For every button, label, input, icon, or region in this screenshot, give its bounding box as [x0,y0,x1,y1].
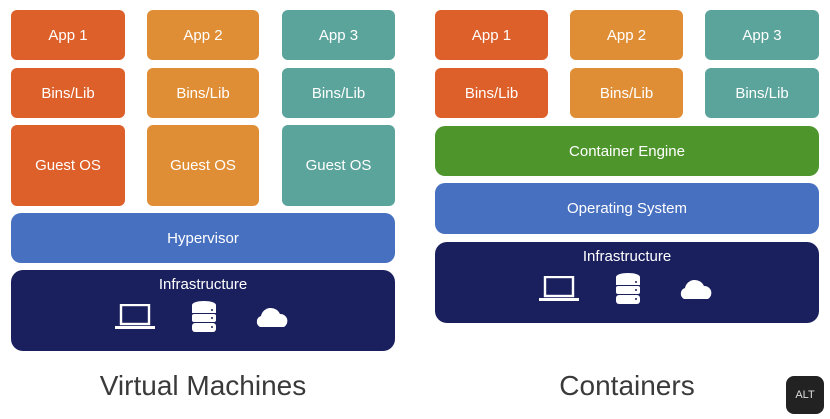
laptop-icon [115,304,155,329]
vm-infrastructure-layer: Infrastructure [11,270,395,351]
vm-guestos1-label: Guest OS [35,157,101,174]
vm-guestos2-block: Guest OS [147,125,259,206]
ct-bins2-block: Bins/Lib [570,68,683,118]
ct-app3-block: App 3 [705,10,819,60]
ct-bins2-label: Bins/Lib [599,84,654,102]
vm-guestos2-label: Guest OS [170,157,236,174]
hypervisor-layer: Hypervisor [11,213,395,263]
container-engine-label: Container Engine [569,142,685,160]
vm-app2-block: App 2 [147,10,259,60]
operating-system-label: Operating System [566,200,688,217]
ct-bins3-label: Bins/Lib [735,84,789,102]
ct-infrastructure-layer: Infrastructure [435,242,819,323]
vm-infrastructure-label: Infrastructure [158,276,248,293]
ct-bins1-block: Bins/Lib [435,68,548,118]
ct-app3-label: App 3 [742,26,782,44]
vm-bins1-block: Bins/Lib [11,68,125,118]
ct-app2-block: App 2 [570,10,683,60]
vm-guestos1-block: Guest OS [11,125,125,206]
vm-guestos3-block: Guest OS [282,125,395,206]
hypervisor-label: Hypervisor [167,229,239,247]
containers-caption: Containers [559,370,695,401]
cloud-icon [256,307,288,327]
vm-bins3-block: Bins/Lib [282,68,395,118]
alt-text-button[interactable]: ALT [786,376,824,414]
database-icon [616,273,640,304]
database-icon [192,301,216,332]
ct-bins3-block: Bins/Lib [705,68,819,118]
ct-bins1-label: Bins/Lib [464,84,519,102]
vm-bins2-label: Bins/Lib [176,84,230,102]
vm-guestos3-label: Guest OS [305,157,372,174]
vm-app2-label: App 2 [183,26,223,44]
vm-app1-label: App 1 [48,26,88,44]
vm-bins2-block: Bins/Lib [147,68,259,118]
vm-app3-label: App 3 [318,26,359,44]
vm-bins3-label: Bins/Lib [311,84,366,102]
ct-app1-block: App 1 [435,10,548,60]
vm-app3-block: App 3 [282,10,395,60]
vm-caption: Virtual Machines [99,370,307,401]
cloud-icon [680,279,712,299]
ct-infrastructure-label: Infrastructure [582,248,672,265]
ct-app2-label: App 2 [606,26,647,44]
container-engine-layer: Container Engine [435,126,819,176]
ct-app1-label: App 1 [471,26,512,44]
operating-system-layer: Operating System [435,183,819,234]
vm-bins1-label: Bins/Lib [41,84,95,102]
laptop-icon [539,276,579,301]
vm-app1-block: App 1 [11,10,125,60]
